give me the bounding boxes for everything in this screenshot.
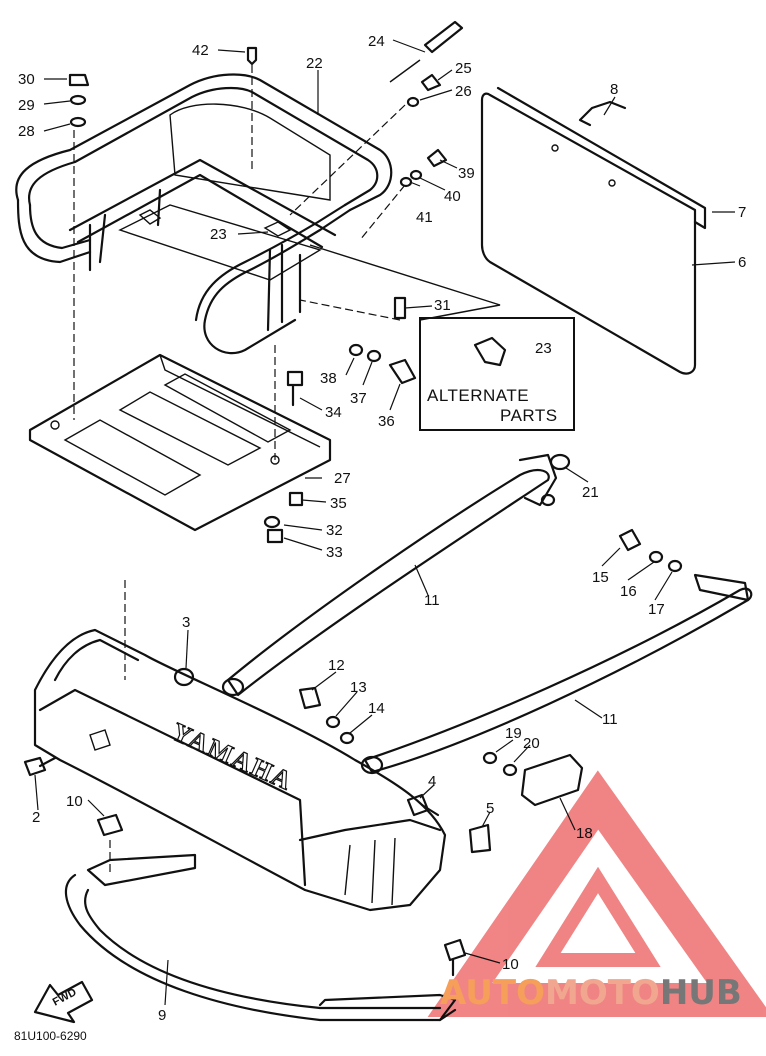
- watermark-auto: AUTO: [440, 973, 545, 1013]
- callout-31: 31: [434, 297, 451, 314]
- stay-upper: [221, 453, 558, 697]
- callout-34: 34: [325, 404, 342, 421]
- callout-10-left: 10: [66, 793, 83, 810]
- callout-11-lower: 11: [602, 711, 618, 728]
- callout-23: 23: [210, 226, 227, 243]
- callout-10-bottom: 10: [502, 956, 519, 973]
- callout-12: 12: [328, 657, 345, 674]
- callout-17: 17: [648, 601, 665, 618]
- drawing-code: 81U100-6290: [14, 1029, 87, 1043]
- watermark-text: AUTOMOTOHUB: [440, 973, 742, 1013]
- callout-40: 40: [444, 188, 461, 205]
- license-plate: [480, 86, 707, 375]
- callout-numbers: 42 24 22 30 29 28 25 26 8 39 40 41 7 23 …: [18, 33, 746, 1024]
- callout-14: 14: [368, 700, 385, 717]
- callout-6: 6: [738, 254, 746, 271]
- callout-20: 20: [523, 735, 540, 752]
- callout-3: 3: [182, 614, 190, 631]
- callout-39: 39: [458, 165, 475, 182]
- watermark-logo: [427, 770, 766, 1017]
- front-bumper: [33, 628, 447, 912]
- callout-8: 8: [610, 81, 618, 98]
- callout-9: 9: [158, 1007, 166, 1024]
- callout-5: 5: [486, 800, 494, 817]
- callout-36: 36: [378, 413, 395, 430]
- watermark-inner-triangle-icon: [535, 866, 661, 967]
- carrier-rack: [15, 73, 393, 355]
- alternate-parts-num: 23: [535, 340, 552, 357]
- part-18-block: [520, 753, 584, 807]
- callout-42: 42: [192, 42, 209, 59]
- callout-15: 15: [592, 569, 609, 586]
- watermark-moto: MOTO: [545, 973, 660, 1013]
- watermark-triangle-icon: [427, 770, 766, 1017]
- yamaha-text: YAMAHA: [168, 717, 298, 796]
- callout-25: 25: [455, 60, 472, 77]
- alternate-line2: PARTS: [500, 406, 558, 425]
- callout-13: 13: [350, 679, 367, 696]
- fwd-arrow: FWD: [33, 980, 94, 1024]
- callout-28: 28: [18, 123, 35, 140]
- callout-27: 27: [334, 470, 351, 487]
- callout-2: 2: [32, 809, 40, 826]
- callout-11-upper: 11: [424, 592, 440, 609]
- callout-32: 32: [326, 522, 343, 539]
- callout-16: 16: [620, 583, 637, 600]
- callout-21: 21: [582, 484, 599, 501]
- watermark-hub: HUB: [660, 973, 742, 1013]
- callout-35: 35: [330, 495, 347, 512]
- lower-guard: [64, 853, 457, 1022]
- leader-lines: [34, 39, 736, 1006]
- callout-29: 29: [18, 97, 35, 114]
- callout-4: 4: [428, 773, 436, 790]
- under-plate: [28, 353, 332, 532]
- stay-lower: [360, 573, 753, 775]
- callout-38: 38: [320, 370, 337, 387]
- alternate-parts-box: 23 ALTERNATE PARTS: [419, 317, 575, 431]
- callout-7: 7: [738, 204, 746, 221]
- hardware: [23, 20, 683, 977]
- callout-24: 24: [368, 33, 385, 50]
- callout-26: 26: [455, 83, 472, 100]
- center-lines: [73, 65, 501, 875]
- callout-30: 30: [18, 71, 35, 88]
- callout-22: 22: [306, 55, 323, 72]
- brand-lettering: YAMAHA: [167, 716, 298, 796]
- callout-41: 41: [416, 209, 433, 226]
- callout-33: 33: [326, 544, 343, 561]
- callout-19: 19: [505, 725, 522, 742]
- callout-37: 37: [350, 390, 367, 407]
- callout-18: 18: [576, 825, 593, 842]
- alternate-line1: ALTERNATE: [427, 386, 529, 405]
